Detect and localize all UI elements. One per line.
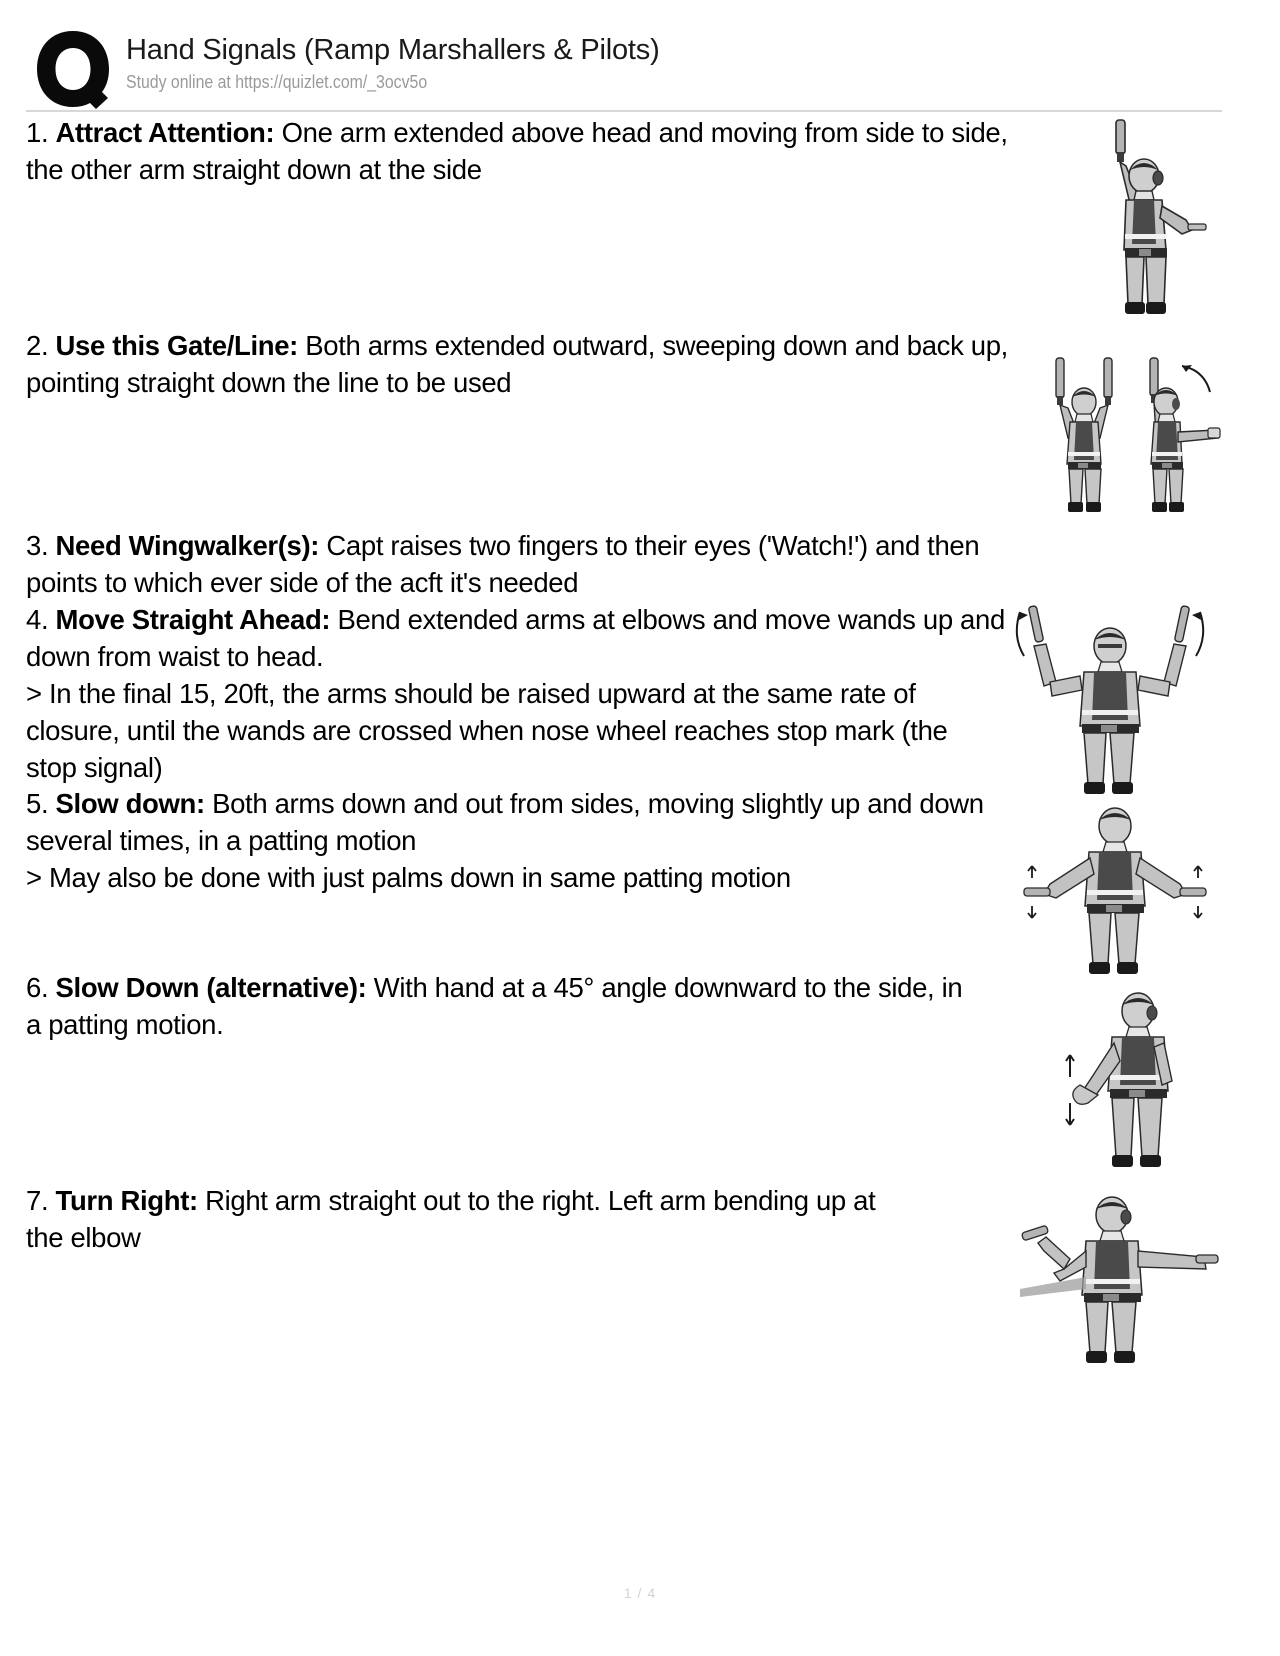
- header-text-group: Hand Signals (Ramp Marshallers & Pilots)…: [126, 32, 1216, 93]
- definition-entry-2: 2. Use this Gate/Line: Both arms extende…: [26, 327, 1206, 401]
- entry-1-line-1: 1. Attract Attention: One arm extended a…: [26, 114, 1206, 151]
- entry-1-text-1: One arm extended above head and moving f…: [281, 117, 1008, 148]
- entry-6-line-2: a patting motion.: [26, 1009, 224, 1040]
- entry-7-line-2: the elbow: [26, 1222, 141, 1253]
- entry-1-line-2: the other arm straight down at the side: [26, 154, 482, 185]
- entry-5-text-1: Both arms down and out from sides, movin…: [212, 788, 984, 819]
- page-title: Hand Signals (Ramp Marshallers & Pilots): [126, 34, 660, 66]
- entry-3-number: 3.: [26, 530, 49, 561]
- entry-5-line-2: several times, in a patting motion: [26, 825, 417, 856]
- entry-2-line-2: pointing straight down the line to be us…: [26, 367, 512, 398]
- definition-entry-6: 6. Slow Down (alternative): With hand at…: [26, 969, 1206, 1043]
- entry-1-number: 1.: [26, 117, 49, 148]
- definition-entry-5: 5. Slow down: Both arms down and out fro…: [26, 785, 1206, 896]
- entry-7-number: 7.: [26, 1185, 49, 1216]
- entry-5-term: Slow down:: [55, 788, 206, 819]
- definition-entry-7: 7. Turn Right: Right arm straight out to…: [26, 1182, 1206, 1256]
- entry-4-line-5: stop signal): [26, 752, 163, 783]
- entry-4-line-2: down from waist to head.: [26, 641, 324, 672]
- entry-7-text-1: Right arm straight out to the right. Lef…: [205, 1185, 876, 1216]
- entry-3-line-2: points to which ever side of the acft it…: [26, 567, 579, 598]
- entry-4-line-3: > In the final 15, 20ft, the arms should…: [26, 678, 916, 709]
- entry-4-text-1: Bend extended arms at elbows and move wa…: [337, 604, 1006, 635]
- entry-2-number: 2.: [26, 330, 49, 361]
- header-divider: [26, 110, 1222, 112]
- entry-1-term: Attract Attention:: [55, 117, 275, 148]
- definition-entry-1: 1. Attract Attention: One arm extended a…: [26, 114, 1206, 188]
- entry-4-line-4: closure, until the wands are crossed whe…: [26, 715, 948, 746]
- entry-2-text-1: Both arms extended outward, sweeping dow…: [305, 330, 1008, 361]
- entry-4-line-1: 4. Move Straight Ahead: Bend extended ar…: [26, 601, 1206, 638]
- entry-4-number: 4.: [26, 604, 49, 635]
- definition-entry-3: 3. Need Wingwalker(s): Capt raises two f…: [26, 527, 1206, 601]
- definition-entry-4: 4. Move Straight Ahead: Bend extended ar…: [26, 601, 1206, 786]
- entry-4-term: Move Straight Ahead:: [55, 604, 331, 635]
- entry-6-text-1: With hand at a 45° angle downward to the…: [373, 972, 963, 1003]
- quizlet-q-logo-icon: [33, 28, 113, 110]
- entry-5-number: 5.: [26, 788, 49, 819]
- page-number-indicator: 1 / 4: [623, 1585, 657, 1601]
- entry-6-term: Slow Down (alternative):: [55, 972, 367, 1003]
- entry-6-line-1: 6. Slow Down (alternative): With hand at…: [26, 969, 1206, 1006]
- entry-3-term: Need Wingwalker(s):: [55, 530, 320, 561]
- study-online-subtitle: Study online at https://quizlet.com/_3oc…: [126, 72, 428, 92]
- entry-5-line-1: 5. Slow down: Both arms down and out fro…: [26, 785, 1206, 822]
- entry-5-line-3: > May also be done with just palms down …: [26, 862, 791, 893]
- entry-6-number: 6.: [26, 972, 49, 1003]
- entry-2-term: Use this Gate/Line:: [55, 330, 299, 361]
- entry-3-text-1: Capt raises two fingers to their eyes ('…: [326, 530, 980, 561]
- page-footer: 1 / 4: [0, 1585, 1280, 1601]
- entry-7-term: Turn Right:: [55, 1185, 199, 1216]
- document-header: Hand Signals (Ramp Marshallers & Pilots)…: [28, 22, 1223, 112]
- entry-7-line-1: 7. Turn Right: Right arm straight out to…: [26, 1182, 1206, 1219]
- entry-2-line-1: 2. Use this Gate/Line: Both arms extende…: [26, 327, 1206, 364]
- entry-3-line-1: 3. Need Wingwalker(s): Capt raises two f…: [26, 527, 1206, 564]
